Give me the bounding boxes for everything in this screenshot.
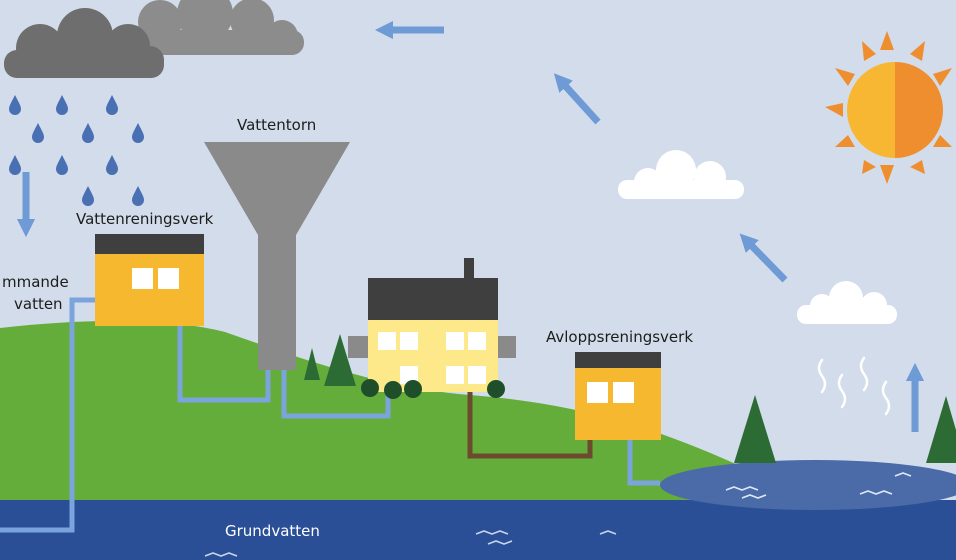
groundwater-layer: [0, 500, 956, 560]
incoming-water-label-line1: mmande: [2, 273, 69, 291]
house: [348, 258, 516, 392]
trees: [304, 334, 956, 463]
groundwater-label: Grundvatten: [225, 522, 320, 540]
groundwater-waves: [204, 530, 617, 557]
clean-water-pipes: [0, 297, 660, 533]
rain-cloud: [4, 8, 164, 78]
water-treatment-plant: [95, 234, 204, 326]
grey-cloud: [120, 0, 304, 55]
incoming-water-label-line2: vatten: [14, 295, 63, 313]
wastewater-pipe: [467, 392, 593, 459]
white-cloud-upper: [618, 150, 744, 199]
sun: [825, 31, 952, 184]
lake: [660, 460, 956, 510]
evaporation-steam: [817, 356, 891, 416]
water-tower-label: Vattentorn: [237, 116, 317, 134]
wastewater-treatment-plant-label: Avloppsreningsverk: [546, 328, 694, 346]
water-tower: [204, 142, 350, 370]
wastewater-treatment-plant: [575, 352, 661, 440]
water-treatment-plant-label: Vattenreningsverk: [76, 210, 214, 228]
bushes: [361, 379, 505, 399]
lake-waves: [725, 472, 912, 499]
rain-drops: [9, 95, 144, 206]
white-cloud-lower: [797, 281, 897, 324]
